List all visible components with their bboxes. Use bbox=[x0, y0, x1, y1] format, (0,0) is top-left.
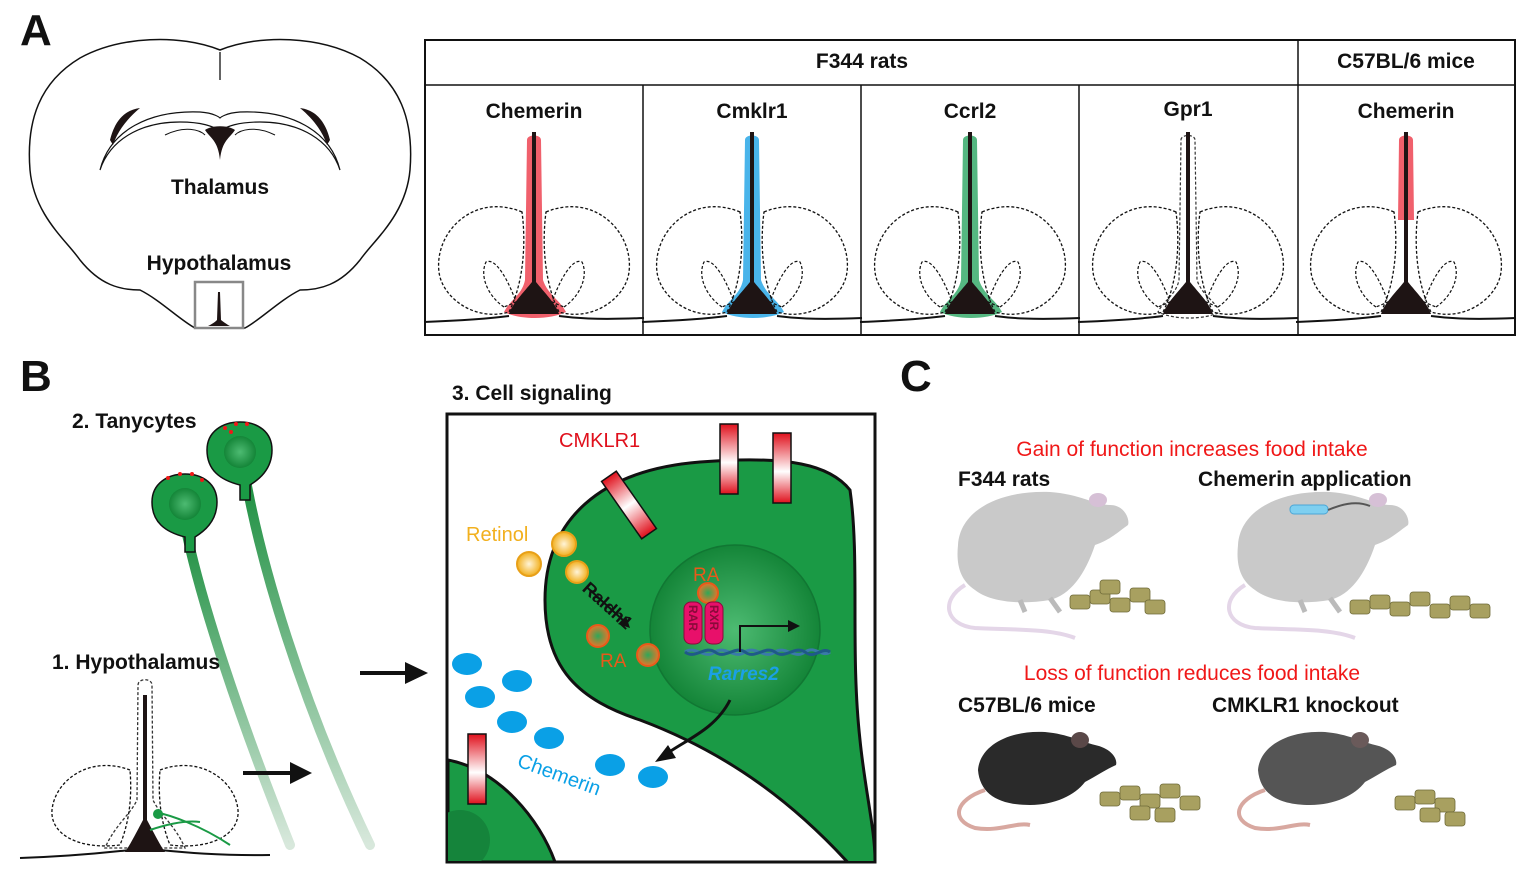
loss-label-cmklr1-knockout: CMKLR1 knockout bbox=[1212, 694, 1399, 717]
gene-label-chemerin-rat: Chemerin bbox=[485, 100, 583, 123]
retinol-label: Retinol bbox=[466, 524, 529, 546]
receptor-cmklr1-2 bbox=[772, 432, 792, 504]
cmklr1-label: CMKLR1 bbox=[559, 430, 641, 452]
panel-a-letter: A bbox=[20, 6, 52, 55]
gene-label-cmklr1: Cmklr1 bbox=[716, 100, 788, 123]
receptor-cmklr1-3 bbox=[600, 470, 658, 540]
mouse-1 bbox=[957, 731, 1117, 831]
gene-label-gpr1: Gpr1 bbox=[1163, 98, 1213, 121]
loss-of-function-heading: Loss of function reduces food intake bbox=[1023, 662, 1361, 685]
rar-label: RAR bbox=[686, 605, 700, 631]
receptor-cmklr1-1 bbox=[719, 423, 739, 495]
rxr-label: RXR bbox=[707, 605, 721, 631]
gene-label-ccrl2: Ccrl2 bbox=[943, 100, 997, 123]
ra-label-cytoplasm: RA bbox=[600, 651, 627, 672]
receptor-cmklr1-4 bbox=[467, 733, 487, 805]
step-tanycytes-label: 2. Tanycytes bbox=[72, 410, 197, 433]
panel-b-letter: B bbox=[20, 352, 52, 401]
step-hypothalamus-label: 1. Hypothalamus bbox=[52, 651, 221, 674]
gpr1-expression bbox=[1157, 134, 1221, 319]
ra-label-nucleus: RA bbox=[693, 565, 720, 586]
gain-label-f344-rats: F344 rats bbox=[958, 468, 1051, 491]
panel-c-letter: C bbox=[900, 352, 932, 401]
step-cell-signaling-label: 3. Cell signaling bbox=[452, 382, 612, 405]
header-c57bl6-mice: C57BL/6 mice bbox=[1337, 50, 1475, 73]
thalamus-label: Thalamus bbox=[170, 176, 270, 199]
loss-label-c57bl6-mice: C57BL/6 mice bbox=[958, 694, 1096, 717]
header-f344-rats: F344 rats bbox=[815, 50, 909, 73]
gain-label-chemerin-application: Chemerin application bbox=[1198, 468, 1412, 491]
hypothalamus-label: Hypothalamus bbox=[146, 252, 292, 275]
rat-2 bbox=[1227, 491, 1409, 640]
rat-1 bbox=[947, 491, 1129, 640]
gain-of-function-heading: Gain of function increases food intake bbox=[1016, 438, 1368, 461]
rarres2-label: Rarres2 bbox=[708, 664, 779, 685]
mouse-2 bbox=[1237, 731, 1397, 831]
gene-label-chemerin-mouse: Chemerin bbox=[1357, 100, 1455, 123]
